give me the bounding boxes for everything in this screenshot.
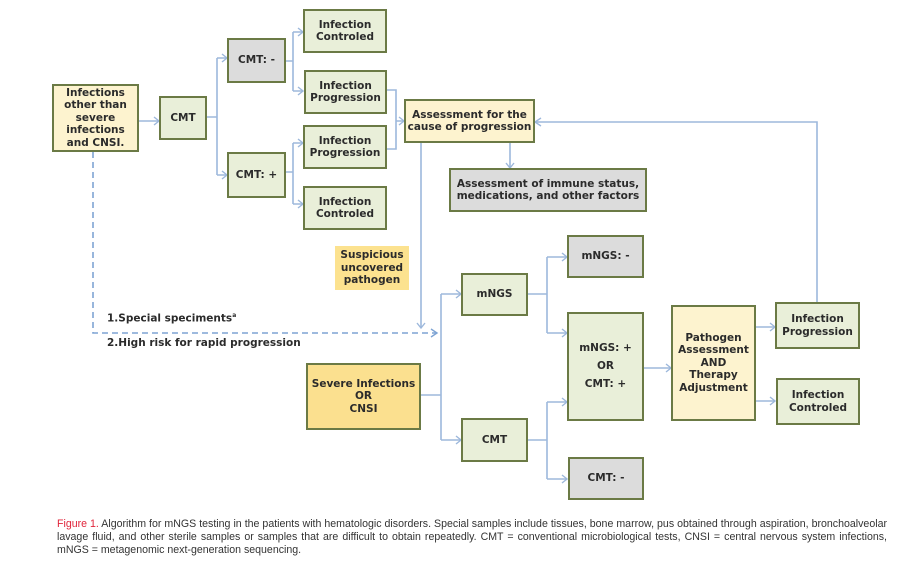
connectors bbox=[92, 27, 818, 484]
criterion-special-specimens: 1.Special speciments bbox=[107, 312, 233, 324]
node-cmt-top: CMT bbox=[159, 96, 207, 140]
node-infection-progression-1: Infection Progression bbox=[304, 70, 387, 114]
connector-progression-to-assessment bbox=[387, 89, 404, 150]
node-pathogen-assessment-therapy-adjustment: Pathogen Assessment AND Therapy Adjustme… bbox=[671, 305, 756, 421]
label-dashed-path-criteria: 1.Special specimentsa 2.High risk for ra… bbox=[107, 297, 301, 350]
node-assessment-cause-of-progression: Assessment for the cause of progression bbox=[404, 99, 535, 143]
connector-severe-branch bbox=[421, 293, 461, 441]
node-infection-progression-2: Infection Progression bbox=[303, 125, 387, 169]
node-cmt-negative-top: CMT: - bbox=[227, 38, 286, 83]
node-assessment-immune-status: Assessment of immune status, medications… bbox=[449, 168, 647, 212]
node-infection-controlled-3: Infection Controled bbox=[776, 378, 860, 425]
node-infection-progression-3: Infection Progression bbox=[775, 302, 860, 349]
node-mngs-negative: mNGS: - bbox=[567, 235, 644, 278]
node-infection-controlled-1: Infection Controled bbox=[303, 9, 387, 53]
arrowhead bbox=[430, 328, 439, 338]
node-cmt-bottom: CMT bbox=[461, 418, 528, 462]
connector-dashed-special-path bbox=[92, 152, 437, 334]
node-infections-other-than-severe: Infections other than severe infections … bbox=[52, 84, 139, 152]
label-suspicious-uncovered-pathogen: Suspicious uncovered pathogen bbox=[335, 246, 409, 290]
caption-text: Algorithm for mNGS testing in the patien… bbox=[57, 518, 887, 556]
node-cmt-positive-top: CMT: + bbox=[227, 152, 286, 198]
connector-cmt-pos-branch bbox=[286, 142, 303, 205]
connector-pathogen-outcomes bbox=[756, 326, 775, 402]
connector-cmt-bottom-branch bbox=[528, 401, 567, 480]
arrowhead bbox=[416, 322, 426, 330]
figure-label: Figure 1. bbox=[57, 518, 99, 530]
criterion-high-risk: 2.High risk for rapid progression bbox=[107, 337, 301, 349]
connector-feedback-loop bbox=[535, 121, 818, 302]
mngs-algorithm-flowchart: Infections other than severe infections … bbox=[52, 9, 860, 500]
node-mngs-or-cmt-positive: mNGS: + OR CMT: + bbox=[567, 312, 644, 421]
node-cmt-negative-bottom: CMT: - bbox=[568, 457, 644, 500]
connector-cmt-neg-branch bbox=[286, 31, 303, 92]
connector-mngs-branch bbox=[528, 256, 567, 334]
figure-caption: Figure 1. Algorithm for mNGS testing in … bbox=[57, 518, 887, 557]
footnote-marker: a bbox=[232, 311, 237, 319]
node-mngs: mNGS bbox=[461, 273, 528, 316]
node-infection-controlled-2: Infection Controled bbox=[303, 186, 387, 230]
node-severe-infections-or-cnsi: Severe Infections OR CNSI bbox=[306, 363, 421, 430]
connector-cmt-branch bbox=[207, 57, 227, 176]
arrowhead bbox=[533, 117, 542, 127]
